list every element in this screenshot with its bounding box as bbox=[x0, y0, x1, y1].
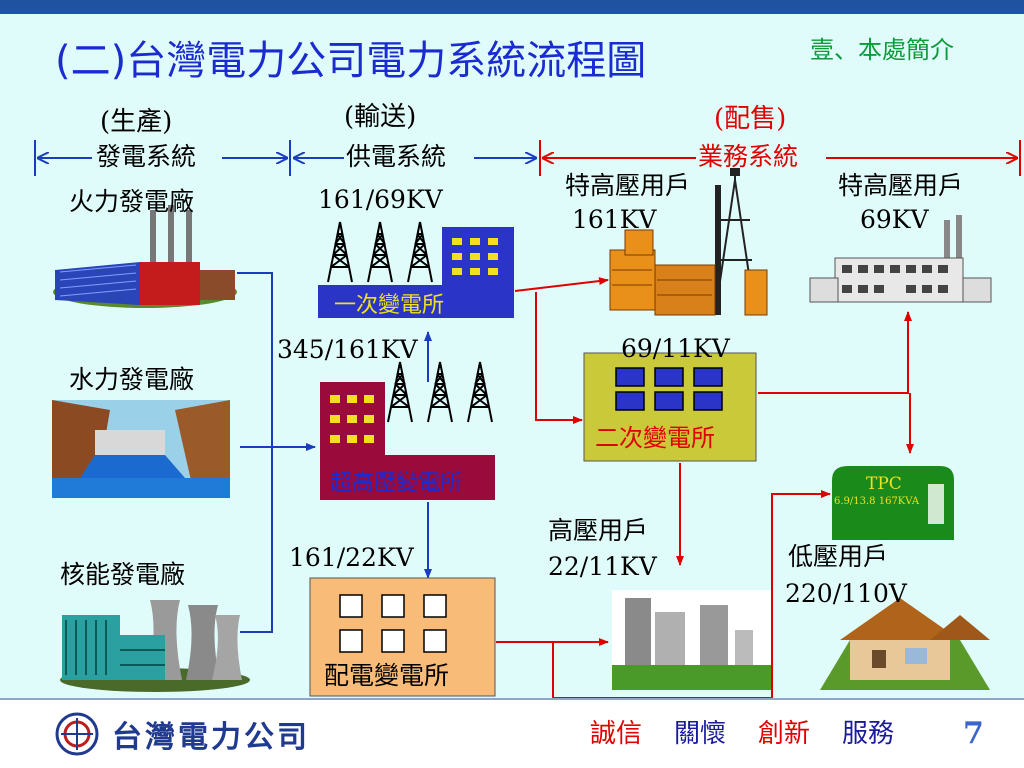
ehv-customer-69-voltage: 69KV bbox=[860, 205, 929, 234]
section-label: 壹、本處簡介 bbox=[810, 36, 954, 64]
motto-integrity: 誠信 bbox=[590, 719, 643, 749]
secondary-substation-name: 二次變電所 bbox=[595, 424, 715, 452]
hv-customer-illustration bbox=[612, 590, 772, 690]
hydro-plant-illustration bbox=[52, 400, 230, 498]
ehv-substation-name: 超高壓變電所 bbox=[330, 471, 463, 496]
motto-service: 服務 bbox=[842, 719, 895, 749]
ehv-customer-161-voltage: 161KV bbox=[572, 205, 657, 234]
nuclear-plant-illustration bbox=[60, 600, 250, 692]
hydro-plant-label: 水力發電廠 bbox=[69, 365, 195, 394]
secondary-substation-voltage: 69/11KV bbox=[621, 334, 730, 363]
transmission-label: 供電系統 bbox=[346, 142, 447, 171]
secondary-substation-illustration bbox=[583, 352, 757, 462]
thermal-plant-label: 火力發電廠 bbox=[69, 187, 195, 216]
power-flow-diagram bbox=[34, 140, 1021, 699]
transformer-brand: TPC bbox=[866, 474, 902, 494]
primary-substation-illustration bbox=[318, 221, 514, 318]
hv-customer-voltage: 22/11KV bbox=[548, 552, 657, 581]
footer-divider bbox=[0, 698, 1024, 701]
company-name: 台灣電力公司 bbox=[112, 720, 310, 755]
lv-customer-name: 低壓用戶 bbox=[788, 542, 889, 571]
generation-heading: (生產) bbox=[100, 107, 173, 137]
generation-label: 發電系統 bbox=[96, 142, 197, 171]
ehv-substation-illustration bbox=[320, 361, 495, 500]
slide-title: (二)台灣電力公司電力系統流程圖 bbox=[55, 38, 647, 84]
distribution-heading: (配售) bbox=[714, 104, 787, 134]
pad-transformer-illustration bbox=[832, 466, 954, 540]
ehv-substation-voltage: 345/161KV bbox=[277, 335, 418, 364]
distribution-substation-name: 配電變電所 bbox=[324, 661, 450, 690]
distribution-substation-voltage: 161/22KV bbox=[289, 543, 414, 572]
ehv-customer-161-name: 特高壓用戶 bbox=[565, 171, 691, 200]
generation-bracket bbox=[34, 140, 291, 176]
motto-innovation: 創新 bbox=[758, 719, 811, 749]
primary-substation-voltage: 161/69KV bbox=[318, 185, 443, 214]
ehv-customer-69-name: 特高壓用戶 bbox=[838, 171, 964, 200]
taipower-logo-icon bbox=[55, 712, 99, 756]
thermal-plant-illustration bbox=[53, 205, 237, 308]
nuclear-plant-label: 核能發電廠 bbox=[60, 560, 186, 589]
transformer-spec: 6.9/13.8 167KVA bbox=[834, 496, 920, 507]
lv-customer-illustration bbox=[820, 598, 990, 690]
footer bbox=[0, 700, 1024, 768]
plant-to-substation-lines bbox=[237, 272, 316, 633]
transmission-heading: (輸送) bbox=[344, 102, 417, 132]
top-bar bbox=[0, 0, 1024, 14]
primary-substation-name: 一次變電所 bbox=[334, 293, 445, 318]
distribution-flow-lines bbox=[496, 277, 914, 699]
page-number: 7 bbox=[963, 716, 984, 751]
distribution-bracket bbox=[539, 140, 1021, 176]
ehv-customer-161kv-illustration bbox=[609, 168, 768, 316]
hv-customer-name: 高壓用戶 bbox=[548, 516, 649, 545]
ehv-customer-69kv-illustration bbox=[809, 215, 992, 303]
lv-customer-voltage: 220/110V bbox=[785, 579, 907, 608]
distribution-substation-illustration bbox=[309, 577, 496, 697]
distribution-label: 業務系統 bbox=[698, 142, 799, 171]
motto-care: 關懷 bbox=[674, 719, 727, 749]
